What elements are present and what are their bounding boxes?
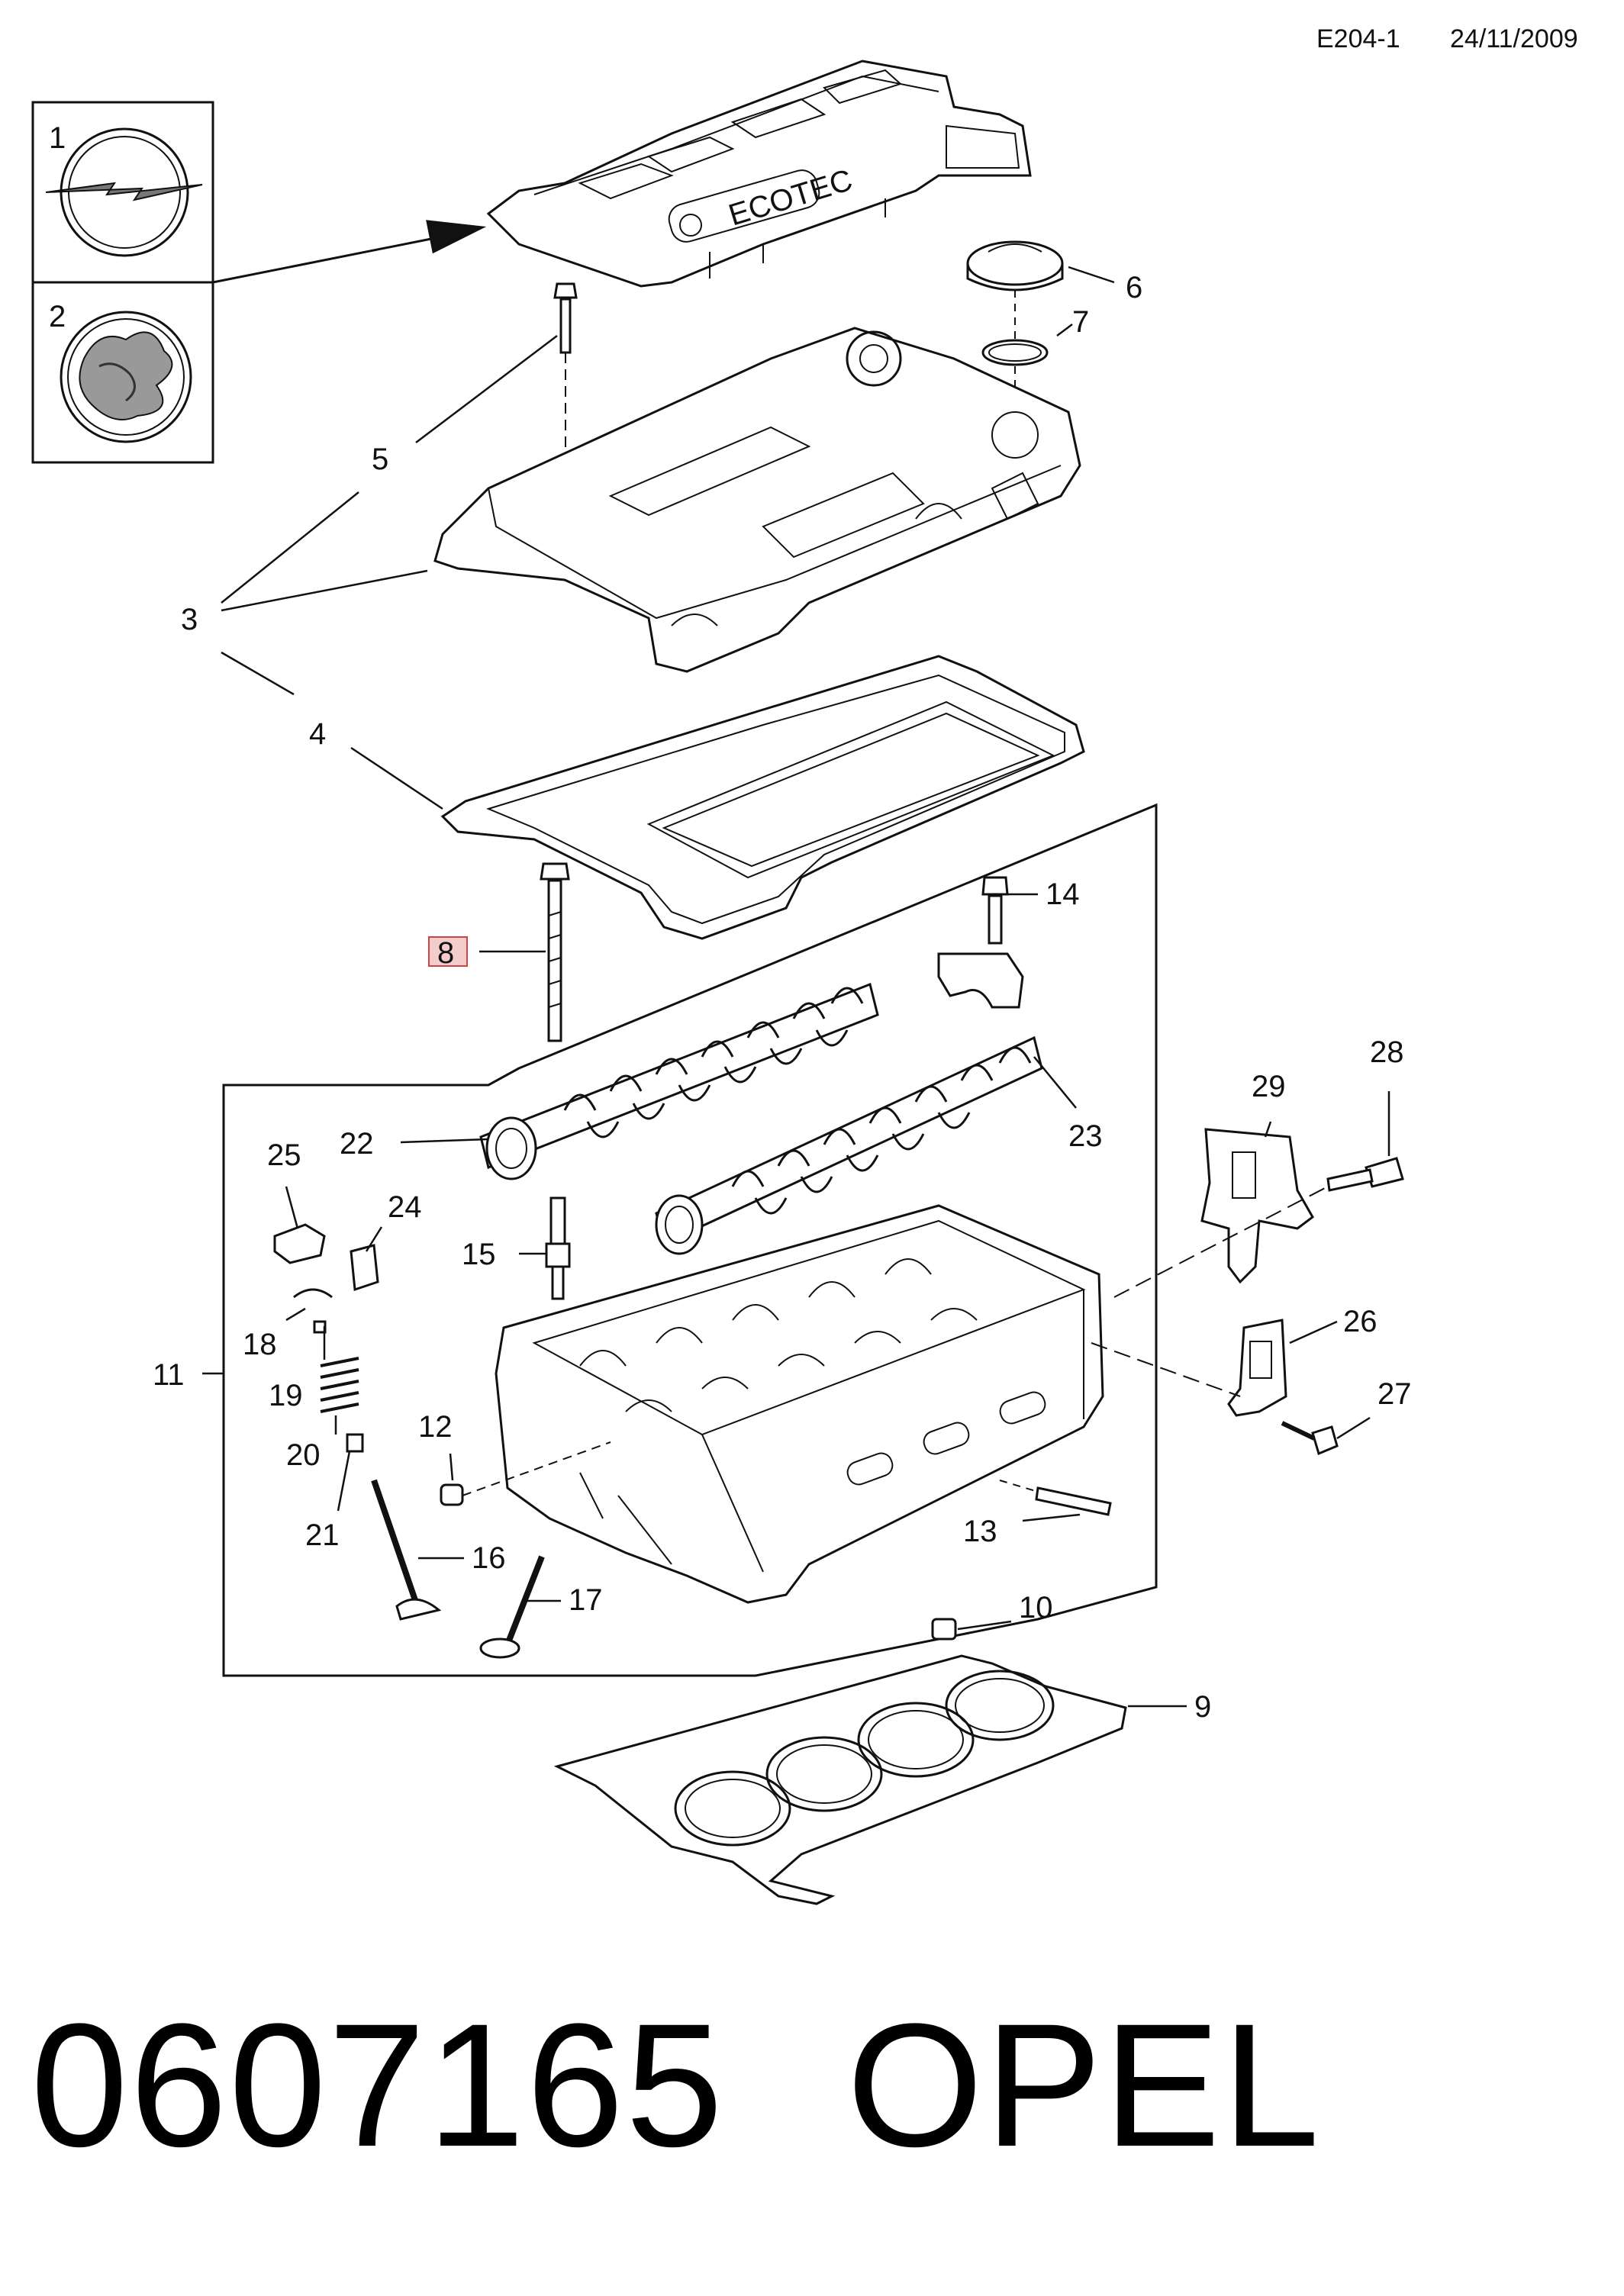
callout-28[interactable]: 28: [1370, 1035, 1404, 1069]
callout-labels: 3 4 5 6 7 8 9 10 11 12 13 14 15 16 17 18…: [153, 271, 1412, 1724]
cylinder-head-gasket: [553, 1654, 1127, 1905]
valve-spring: [320, 1357, 359, 1413]
callout-3[interactable]: 3: [181, 603, 198, 636]
expansion-plug: [440, 1483, 464, 1506]
exhaust-camshaft: [655, 1035, 1043, 1255]
callout-19[interactable]: 19: [269, 1379, 303, 1412]
callout-14[interactable]: 14: [1046, 878, 1080, 911]
legend-arrow-line: [212, 235, 443, 284]
callout-12[interactable]: 12: [418, 1410, 453, 1444]
callout-15[interactable]: 15: [462, 1238, 496, 1271]
callout-11[interactable]: 11: [153, 1358, 185, 1392]
callout-8-highlight: [428, 936, 468, 967]
exhaust-valve: [479, 1555, 545, 1659]
legend-panel: 1 2: [31, 101, 214, 464]
callout-29[interactable]: 29: [1252, 1070, 1286, 1103]
legend-box-2: [31, 281, 214, 464]
support-bracket: [1227, 1319, 1287, 1417]
legend-label-1: 1: [49, 121, 66, 155]
bracket-bolt-27: [1281, 1421, 1339, 1456]
wiring-bracket: [1200, 1128, 1314, 1284]
legend-label-2: 2: [49, 300, 66, 333]
doc-date: 24/11/2009: [1450, 24, 1578, 53]
valve-cover: [433, 327, 1081, 673]
oil-cap-seal-ring: [981, 339, 1049, 366]
callout-7[interactable]: 7: [1072, 305, 1089, 339]
dowel-pin: [931, 1618, 957, 1641]
callout-8[interactable]: 8: [437, 936, 454, 970]
footer-caption: 0607165 OPEL: [31, 1984, 1443, 2186]
leader-lines: [202, 266, 1390, 1708]
callout-16[interactable]: 16: [472, 1541, 506, 1575]
intake-camshaft: [479, 982, 879, 1180]
callout-17[interactable]: 17: [569, 1583, 603, 1617]
callout-13[interactable]: 13: [963, 1515, 997, 1548]
intake-valve: [371, 1479, 442, 1621]
callout-23[interactable]: 23: [1068, 1119, 1103, 1153]
spark-plug: [545, 1196, 571, 1300]
vauxhall-griffin-icon: [60, 311, 192, 443]
callout-9[interactable]: 9: [1194, 1690, 1211, 1724]
camshaft-bearing-cap: [937, 876, 1024, 1009]
stud: [1035, 1486, 1112, 1516]
doc-code: E204-1: [1316, 24, 1400, 53]
brand-name: OPEL: [846, 1987, 1322, 2183]
head-bolt-part-8: [540, 862, 570, 1042]
legend-arrowhead: [426, 220, 487, 254]
cylinder-head-group-frame: [222, 803, 1158, 1677]
rocker-arm: [273, 1223, 326, 1264]
oil-filler-cap: [966, 240, 1064, 291]
callout-4[interactable]: 4: [309, 717, 326, 751]
callout-6[interactable]: 6: [1126, 271, 1142, 304]
callout-20[interactable]: 20: [286, 1438, 321, 1472]
valve-stem-seal: [346, 1433, 364, 1453]
callout-25[interactable]: 25: [267, 1138, 301, 1172]
callout-26[interactable]: 26: [1343, 1305, 1378, 1338]
lash-adjuster: [350, 1244, 379, 1292]
opel-logo-icon: [45, 127, 203, 257]
callout-10[interactable]: 10: [1019, 1591, 1053, 1625]
callout-27[interactable]: 27: [1378, 1377, 1412, 1411]
bracket-bolt: [1326, 1157, 1404, 1192]
cylinder-head: [495, 1204, 1104, 1604]
engine-cover: [486, 60, 1032, 288]
valve-keeper: [293, 1288, 333, 1299]
callout-21[interactable]: 21: [305, 1518, 340, 1552]
callout-18[interactable]: 18: [243, 1328, 277, 1361]
callout-5[interactable]: 5: [372, 443, 388, 476]
valve-cover-gasket: [440, 655, 1085, 940]
callout-24[interactable]: 24: [388, 1190, 422, 1224]
callout-22[interactable]: 22: [340, 1127, 374, 1161]
part-number: 0607165: [31, 1987, 725, 2183]
